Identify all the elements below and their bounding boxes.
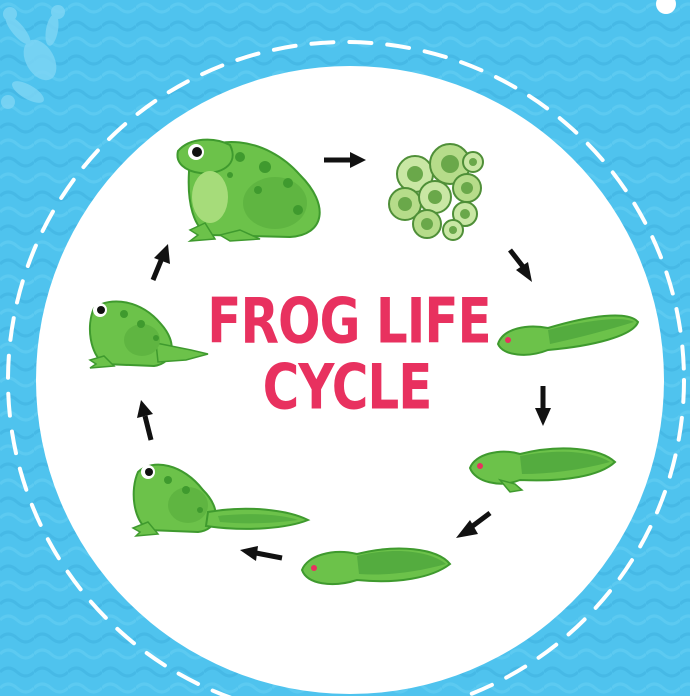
title-line-1: FROG LIFE	[4, 285, 690, 358]
title-line-2: CYCLE	[2, 351, 690, 424]
